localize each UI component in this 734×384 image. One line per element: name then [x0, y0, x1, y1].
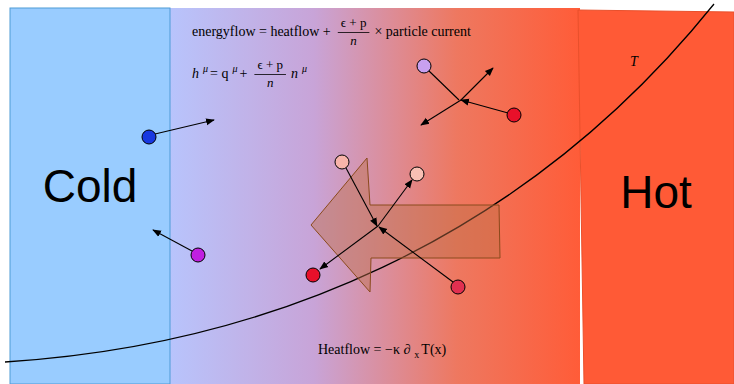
particle-paths	[153, 68, 508, 282]
formula-text: n	[350, 33, 357, 49]
cold-region-box: Cold	[10, 8, 170, 384]
formula-text: ϵ + p	[257, 57, 283, 73]
fraction-bar	[338, 32, 370, 33]
formula-text: μ	[302, 61, 307, 77]
hot-region	[578, 10, 734, 384]
region-label: Hot	[620, 165, 692, 219]
region-label: Cold	[43, 159, 138, 213]
formula-text: h	[192, 66, 199, 82]
temperature-curve	[5, 4, 714, 362]
gradient-ground	[170, 8, 580, 384]
formula-text: × particle current	[374, 24, 471, 40]
formula-text: Heatflow = −κ ∂	[318, 342, 410, 358]
hot-region-box: Hot	[578, 10, 734, 384]
formula-text: n	[291, 66, 298, 82]
heatflow-arrow	[311, 158, 500, 292]
formula-text: x	[414, 347, 419, 363]
formula-text: energyflow = heatflow +	[192, 24, 331, 40]
formula-text: n	[267, 75, 274, 91]
formula-text: T	[630, 54, 638, 70]
formula-text: +	[239, 66, 247, 82]
particles	[142, 59, 521, 294]
formula-text: ϵ + p	[341, 15, 367, 31]
cold-region	[10, 8, 170, 384]
formula-text: μ	[232, 61, 237, 77]
formula-text: T(x)	[421, 342, 446, 358]
formula-text: = q	[210, 66, 228, 82]
fraction-bar	[254, 74, 286, 75]
formula-text: μ	[203, 61, 208, 77]
